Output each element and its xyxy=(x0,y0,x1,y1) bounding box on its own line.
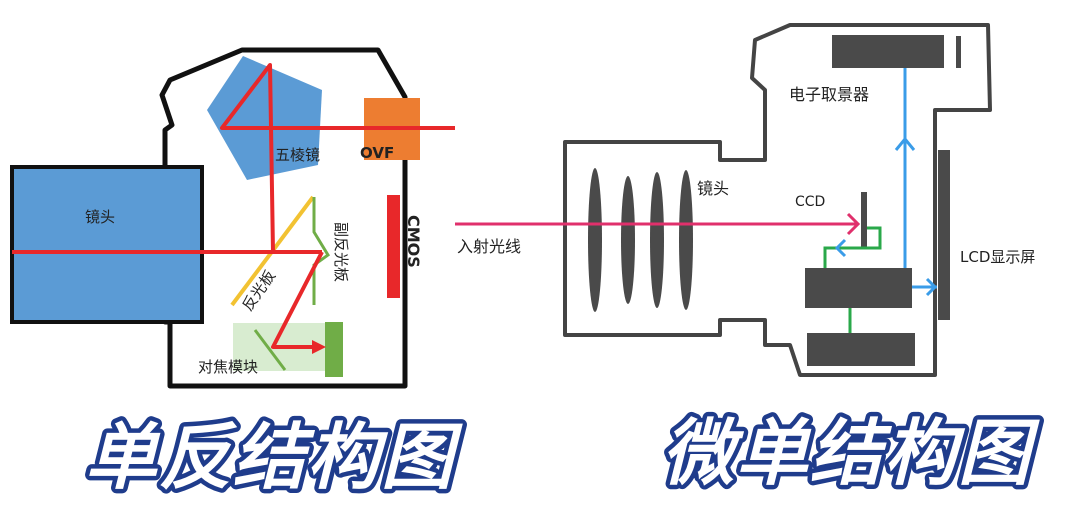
incident-light-label: 入射光线 xyxy=(457,237,521,256)
slr-cmos-sensor xyxy=(387,195,400,298)
slr-ovf-label: OVF xyxy=(360,144,394,162)
slr-light-path xyxy=(12,63,455,349)
slr-arrow-head xyxy=(312,340,326,354)
slr-pentaprism xyxy=(207,56,322,180)
ccd-signal-line xyxy=(823,226,882,268)
slr-focus-mirror xyxy=(253,329,287,371)
slr-sub-reflector-label: 副反光板 xyxy=(332,222,350,282)
evf-signal-arrow xyxy=(894,136,916,151)
slr-diagram: 镜头 五棱镜 OVF CMOS 反光板 副反光板 对焦模块 xyxy=(10,47,455,389)
lens-elements xyxy=(588,168,693,312)
slr-sub-mirror xyxy=(312,197,331,305)
slr-pentaprism-label: 五棱镜 xyxy=(275,146,320,164)
mirrorless-diagram: 电子取景器 镜头 CCD 入射光线 LCD显示屏 xyxy=(455,23,1035,377)
slr-lens-label: 镜头 xyxy=(85,208,115,226)
slr-focus-module-label: 对焦模块 xyxy=(198,358,258,376)
ccd-sensor xyxy=(861,192,867,247)
mirrorless-lens-label: 镜头 xyxy=(697,179,729,198)
slr-title: 单反结构图 xyxy=(85,415,463,499)
lcd-signal-arrow xyxy=(925,277,938,297)
storage-module xyxy=(807,333,915,366)
slr-af-sensor xyxy=(325,322,343,377)
lcd-screen xyxy=(938,150,950,320)
lcd-label: LCD显示屏 xyxy=(960,248,1035,266)
lens-element xyxy=(650,172,664,308)
image-processor xyxy=(805,268,912,308)
slr-lens-block xyxy=(10,165,204,324)
mirrorless-title: 微单结构图 xyxy=(662,411,1040,495)
lens-element xyxy=(588,168,602,312)
evf-eyepiece xyxy=(956,36,961,68)
ccd-signal-arrow xyxy=(834,238,847,258)
lens-element xyxy=(679,170,693,310)
slr-cmos-label: CMOS xyxy=(404,215,423,268)
incident-light-arrow xyxy=(846,212,861,236)
lens-element xyxy=(621,176,635,304)
evf-label: 电子取景器 xyxy=(789,85,869,104)
ccd-label: CCD xyxy=(795,194,825,210)
evf-display xyxy=(832,35,944,68)
